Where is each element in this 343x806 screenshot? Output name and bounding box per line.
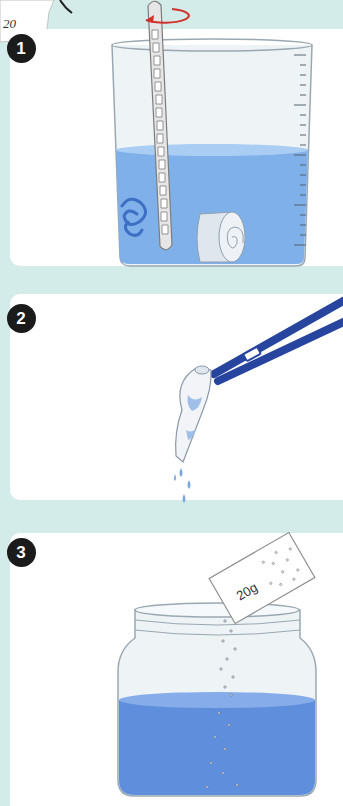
jar-rim	[135, 603, 299, 617]
tweezer-hinge	[243, 347, 261, 362]
paper-tab-text: 20	[3, 16, 16, 32]
jar-glass	[118, 610, 316, 796]
step-panel	[10, 29, 343, 266]
liquid-surface	[119, 692, 315, 708]
spoon-holes	[152, 30, 168, 234]
rotation-arrowhead	[146, 15, 154, 23]
cloth	[176, 368, 212, 462]
beaker	[112, 39, 312, 266]
spoon-stick	[148, 1, 172, 250]
callout-number: 2	[16, 310, 25, 327]
jar	[118, 603, 316, 796]
packet-bag	[209, 532, 315, 623]
cloth-roll-end	[195, 366, 209, 374]
packet-crystals	[257, 544, 305, 591]
step-number: 3	[7, 538, 36, 567]
tweezers	[214, 296, 343, 381]
stirring-spoon	[146, 1, 189, 250]
paper-curl	[60, 0, 72, 13]
cloth-end	[219, 212, 245, 262]
scale-ticks	[294, 55, 306, 245]
beaker-rim	[112, 39, 312, 51]
rotation-arrow	[146, 9, 189, 23]
water-drips	[174, 468, 191, 503]
liquid-surface	[116, 144, 308, 156]
jar-threads	[135, 620, 300, 635]
step-number: 2	[7, 304, 36, 333]
crystals	[206, 596, 238, 788]
step-number: 1	[7, 34, 36, 63]
wet-cloth	[174, 366, 211, 503]
jar-liquid	[119, 700, 315, 795]
tweezer-arm	[218, 318, 343, 381]
beaker-glass	[112, 45, 312, 266]
callout-number: 3	[16, 544, 25, 561]
falling-crystals	[206, 596, 238, 788]
beaker-liquid	[116, 150, 308, 264]
cloth-dye	[186, 395, 202, 440]
dye-swirl	[122, 199, 146, 235]
step-panel	[10, 294, 343, 500]
cloth-spiral	[227, 227, 243, 248]
packet	[209, 532, 315, 623]
callout-number: 1	[16, 40, 25, 57]
step-panel	[10, 533, 343, 806]
